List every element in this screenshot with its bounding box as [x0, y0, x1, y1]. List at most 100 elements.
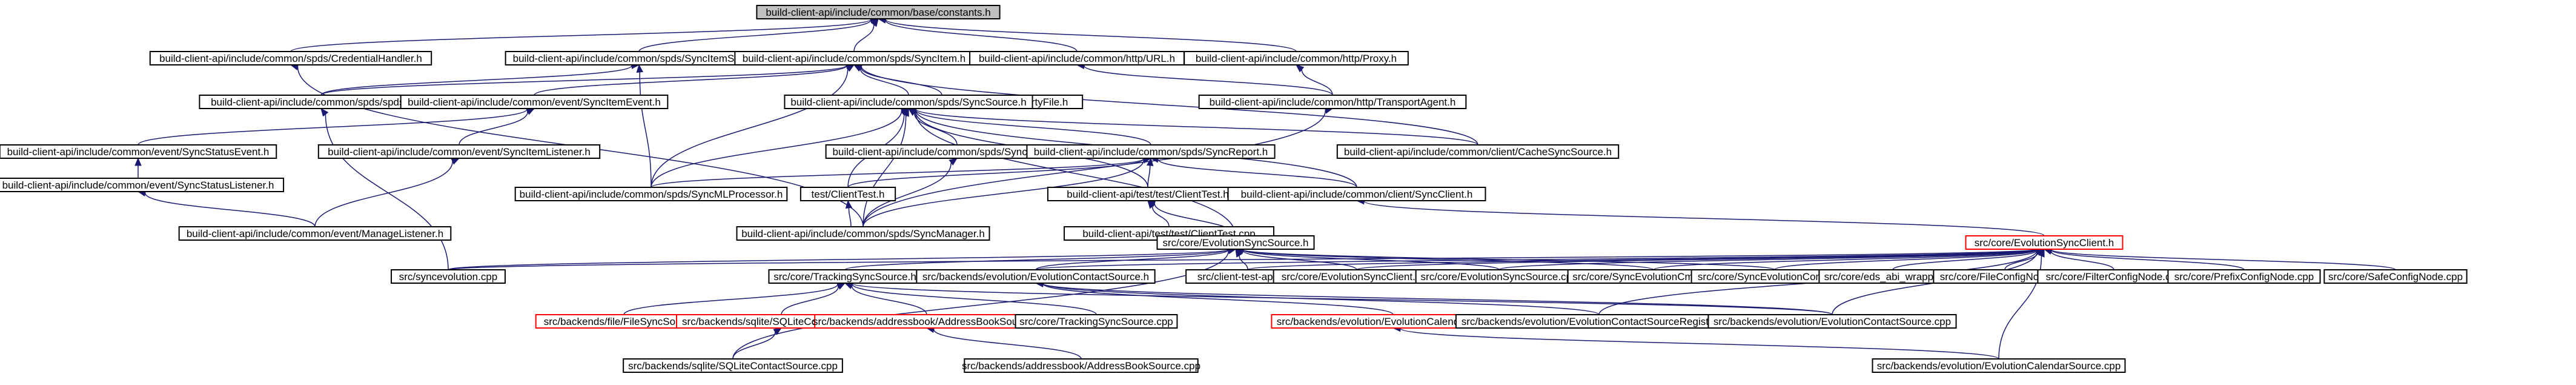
edge-n19-to-n15 [1146, 157, 1154, 188]
graph-node[interactable]: build-client-api/include/common/spds/Syn… [1026, 144, 1276, 159]
node-label: build-client-api/include/common/http/URL… [979, 53, 1175, 64]
graph-node[interactable]: src/backends/evolution/EvolutionContactS… [1707, 314, 1957, 329]
graph-node[interactable]: build-client-api/include/common/http/Pro… [1184, 51, 1409, 65]
node-label: src/backends/evolution/EvolutionContactS… [922, 271, 1149, 283]
edge-n8-to-n3 [853, 64, 942, 96]
edge-n28-to-n25 [844, 246, 1237, 270]
edge-n18-to-n15 [847, 155, 1152, 188]
node-label: build-client-api/include/common/event/Sy… [2, 179, 274, 191]
node-label: build-client-api/include/common/spds/Syn… [520, 189, 783, 200]
node-label: src/core/PrefixConfigNode.cpp [2174, 271, 2314, 283]
edge-n4-to-n0 [877, 16, 1078, 52]
node-label: build-client-api/include/common/client/C… [1344, 146, 1612, 158]
node-label: src/backends/file/FileSyncSource.h [544, 316, 704, 327]
node-label: build-client-api/include/common/spds/Syn… [741, 228, 985, 239]
graph-node[interactable]: src/core/SafeConfigNode.cpp [2323, 269, 2468, 284]
node-label: src/backends/sqlite/SQLiteContactSource.… [628, 360, 838, 372]
graph-node[interactable]: src/backends/file/FileSyncSource.h [535, 314, 713, 329]
node-label: build-client-api/include/common/http/Pro… [1196, 53, 1397, 64]
node-box [736, 226, 990, 241]
node-box [2323, 269, 2468, 284]
graph-node[interactable]: src/backends/addressbook/AddressBookSour… [962, 358, 1200, 373]
graph-node[interactable]: build-client-api/include/common/spds/Syn… [825, 144, 1089, 159]
edge-n48-to-n42 [925, 326, 1082, 360]
node-box [623, 358, 843, 373]
node-label: src/core/EvolutionSyncSource.cpp [1421, 271, 1578, 283]
node-box [784, 95, 1033, 109]
edge-n21-to-n16 [137, 189, 316, 227]
edge-n20-to-n15 [1150, 156, 1357, 188]
graph-node[interactable]: build-client-api/include/common/event/Ma… [178, 226, 452, 241]
node-label: build-client-api/include/common/base/con… [766, 7, 990, 18]
node-label: src/client-test-app.cpp [1197, 271, 1298, 283]
graph-node[interactable]: src/backends/addressbook/AddressBookSour… [813, 314, 1041, 329]
graph-node[interactable]: src/core/eds_abi_wrapper.cpp [1818, 269, 1967, 284]
graph-node[interactable]: build-client-api/include/common/client/C… [1336, 144, 1620, 159]
graph-node[interactable]: build-client-api/include/common/event/Sy… [0, 144, 277, 159]
graph-node[interactable]: build-client-api/include/common/http/URL… [969, 51, 1185, 65]
edge-n46-to-n29 [1035, 280, 1833, 315]
graph-node[interactable]: build-client-api/include/common/spds/Syn… [736, 226, 990, 241]
graph-node[interactable]: src/core/EvolutionSyncSource.cpp [1415, 269, 1583, 284]
node-label: build-client-api/include/common/client/S… [1241, 189, 1473, 200]
graph-node[interactable]: src/backends/evolution/EvolutionCalendar… [1872, 358, 2126, 373]
graph-node[interactable]: build-client-api/include/common/spds/Syn… [505, 51, 773, 65]
graph-node[interactable]: build-client-api/include/common/spds/Syn… [784, 95, 1033, 109]
node-label: src/core/EvolutionSyncClient.h [1975, 237, 2114, 249]
node-label: build-client-api/include/common/event/Ma… [187, 228, 443, 239]
node-label: build-client-api/include/common/spds/Syn… [513, 53, 766, 64]
node-label: src/core/SyncEvolutionConfig.cpp [1698, 271, 1852, 283]
graph-node[interactable]: build-client-api/include/common/spds/Syn… [514, 187, 788, 201]
node-box [0, 144, 277, 159]
edge-n29-to-n25 [1035, 246, 1237, 270]
node-label: src/backends/evolution/EvolutionContactS… [1713, 316, 1951, 327]
edge-n14-to-n10 [907, 105, 1478, 146]
graph-node[interactable]: src/core/PrefixConfigNode.cpp [2167, 269, 2321, 284]
node-label: src/core/TrackingSyncSource.h [773, 271, 916, 283]
node-label: src/core/EvolutionSyncSource.h [1163, 237, 1309, 249]
edge-n40-to-n28 [623, 281, 846, 315]
graph-node[interactable]: build-client-api/include/common/event/Sy… [400, 95, 669, 109]
node-label: src/syncevolution.cpp [399, 271, 498, 283]
node-box [1227, 187, 1486, 201]
node-label: src/core/EvolutionSyncClient.cpp [1282, 271, 1432, 283]
graph-node[interactable]: build-client-api/include/common/base/con… [756, 5, 1001, 19]
edge-n23-to-n10 [863, 107, 909, 227]
edge-n2-to-n0 [638, 16, 879, 52]
node-box [0, 178, 285, 192]
edge-n5-to-n0 [877, 16, 1297, 52]
edge-n6-to-n2 [320, 62, 640, 96]
edge-n44-to-n29 [1035, 280, 1394, 315]
graph-node[interactable]: src/core/EvolutionSyncClient.cpp [1273, 269, 1441, 284]
graph-node[interactable]: build-client-api/include/common/client/S… [1227, 187, 1486, 201]
graph-node[interactable]: src/core/TrackingSyncSource.cpp [1015, 314, 1178, 329]
graph-node[interactable]: src/backends/evolution/EvolutionCalendar… [1271, 314, 1515, 329]
edge-n16-to-n11 [134, 157, 142, 178]
node-box [1015, 314, 1178, 329]
node-label: src/backends/evolution/EvolutionCalendar… [1877, 360, 2121, 372]
graph-node[interactable]: build-client-api/include/common/event/Sy… [0, 178, 285, 192]
graph-node[interactable]: build-client-api/include/common/http/Tra… [1198, 95, 1467, 109]
edge-n6-to-n3 [320, 61, 855, 96]
graph-node[interactable]: src/backends/sqlite/SQLiteContactSource.… [623, 358, 843, 373]
graph-node[interactable]: build-client-api/include/common/spds/Syn… [734, 51, 974, 65]
graph-node[interactable]: src/core/FilterConfigNode.cpp [2037, 269, 2191, 284]
edge-n27-to-n6 [320, 107, 449, 270]
graph-node[interactable]: test/ClientTest.h [800, 187, 896, 201]
node-box [178, 226, 452, 241]
node-label: build-client-api/test/test/ClientTest.h [1067, 189, 1228, 200]
node-box [800, 187, 896, 201]
graph-node[interactable]: src/core/TrackingSyncSource.h [768, 269, 922, 284]
node-box [1198, 95, 1467, 109]
graph-node[interactable]: build-client-api/include/common/spds/Cre… [149, 51, 432, 65]
graph-node[interactable]: src/core/EvolutionSyncClient.h [1965, 235, 2124, 250]
graph-node[interactable]: src/syncevolution.cpp [391, 269, 506, 284]
node-box [317, 144, 601, 159]
graph-node[interactable]: build-client-api/include/common/event/Sy… [317, 144, 601, 159]
graph-node[interactable]: src/backends/evolution/EvolutionContactS… [916, 269, 1156, 284]
graph-node[interactable]: src/backends/evolution/EvolutionContactS… [1455, 314, 1743, 329]
graph-node[interactable]: src/core/EvolutionSyncSource.h [1156, 235, 1315, 250]
edge-n49-to-n26 [1998, 248, 2045, 360]
graph-node[interactable]: build-client-api/test/test/ClientTest.h [1047, 187, 1249, 201]
